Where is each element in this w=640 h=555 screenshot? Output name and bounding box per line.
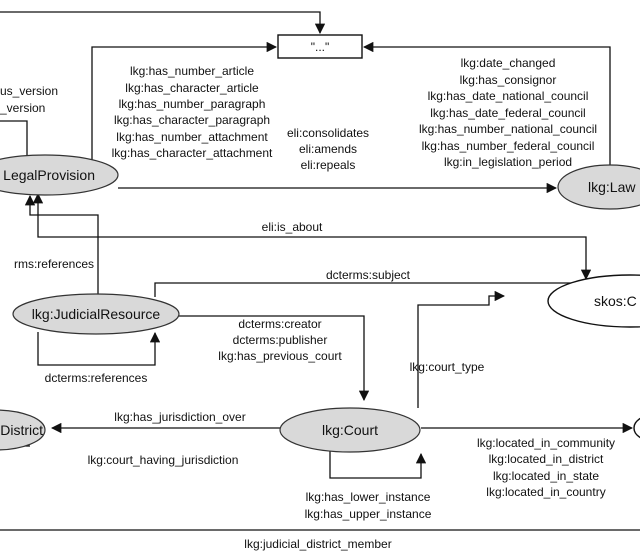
location-property-label: lkg:located_in_country — [486, 485, 605, 499]
court-relation-label: dcterms:publisher — [233, 333, 328, 347]
edge-provision-to-placeholder — [91, 41, 278, 162]
location-node — [633, 417, 640, 439]
provision-property-label: lkg:has_number_article — [130, 64, 254, 78]
instance-label: lkg:has_lower_instance — [306, 490, 431, 504]
district-node — [0, 409, 46, 451]
law-property-label: lkg:has_date_national_council — [428, 89, 589, 103]
law-property-label: lkg:has_consignor — [460, 73, 557, 87]
edge-is-about — [32, 192, 592, 281]
skos-concept-label: skos:C — [594, 293, 637, 309]
edge-law-to-placeholder — [362, 41, 611, 168]
skos-concept-node — [547, 274, 640, 328]
court-label: lkg:Court — [322, 422, 378, 438]
edge-references-provision — [24, 194, 99, 297]
jurisdiction-over-label: lkg:has_jurisdiction_over — [114, 410, 245, 424]
location-property-label: lkg:located_in_state — [493, 469, 599, 483]
law-property-label: lkg:in_legislation_period — [444, 155, 572, 169]
court-node — [279, 407, 421, 453]
edge-top-to-placeholder — [0, 11, 326, 35]
district-label: District — [0, 422, 43, 438]
provision-property-label: lkg:has_character_paragraph — [114, 113, 270, 127]
legal-provision-node — [0, 154, 119, 196]
district-member-label: lkg:judicial_district_member — [244, 537, 391, 551]
court-relation-label: lkg:has_previous_court — [218, 349, 342, 363]
references-loop-label: dcterms:references — [45, 371, 148, 385]
instance-label: lkg:has_upper_instance — [305, 507, 432, 521]
location-property-label: lkg:located_in_district — [489, 452, 604, 466]
subject-label: dcterms:subject — [326, 268, 411, 282]
edge-resource-to-court — [178, 315, 370, 402]
judicial-resource-node — [12, 293, 180, 335]
eli-relation-label: eli:consolidates — [287, 126, 369, 140]
version-label-1: us_version — [0, 84, 58, 98]
provision-property-label: lkg:has_character_attachment — [112, 146, 273, 160]
provision-property-label: lkg:has_number_paragraph — [119, 97, 266, 111]
law-property-label: lkg:has_date_federal_council — [430, 106, 585, 120]
edge-court-type — [417, 290, 506, 408]
eli-relation-label: eli:repeals — [301, 158, 356, 172]
legal-provision-label: LegalProvision — [3, 167, 95, 183]
version-label-2: _version — [0, 101, 45, 115]
law-node — [557, 164, 640, 210]
court-having-jurisdiction-label: lkg:court_having_jurisdiction — [88, 453, 239, 467]
court-relation-label: dcterms:creator — [238, 317, 321, 331]
eli-relation-label: eli:amends — [299, 142, 357, 156]
law-property-label: lkg:has_number_federal_council — [422, 139, 595, 153]
edge-version-loop — [0, 120, 28, 157]
edge-references-loop — [37, 331, 161, 366]
law-property-label: lkg:date_changed — [461, 56, 556, 70]
edge-instances-loop — [329, 448, 427, 479]
provision-property-label: lkg:has_number_attachment — [116, 130, 268, 144]
judicial-resource-label: lkg:JudicialResource — [32, 306, 161, 322]
law-property-label: lkg:has_number_national_council — [419, 122, 597, 136]
placeholder-label: "..." — [311, 40, 330, 54]
placeholder-node — [277, 34, 363, 59]
location-property-label: lkg:located_in_community — [477, 436, 615, 450]
references-provision-label: rms:references — [14, 257, 94, 271]
edge-subject — [154, 282, 584, 297]
provision-property-label: lkg:has_character_article — [125, 81, 259, 95]
law-label: lkg:Law — [588, 179, 636, 195]
court-type-label: lkg:court_type — [410, 360, 485, 374]
is-about-label: eli:is_about — [262, 220, 323, 234]
